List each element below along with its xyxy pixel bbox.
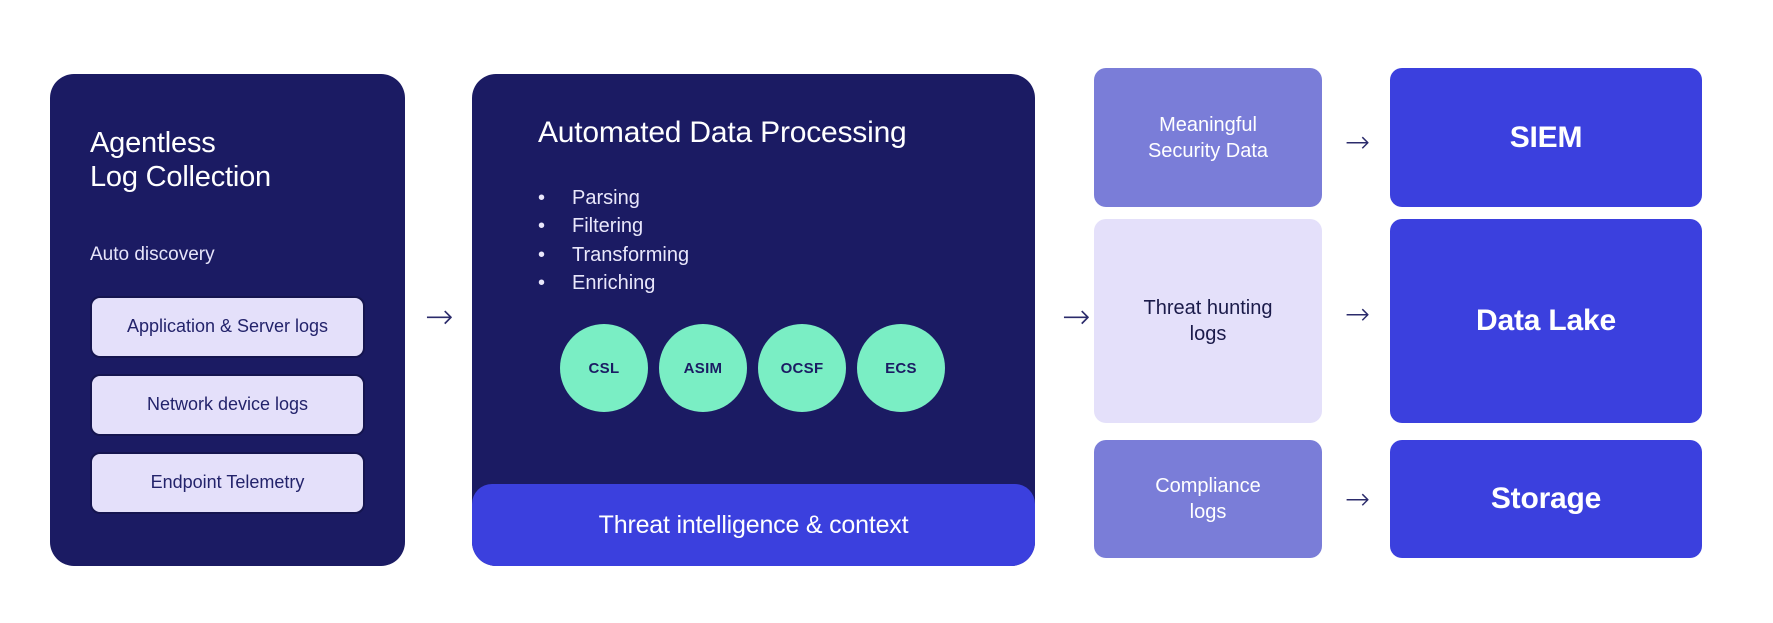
schema-badge-group: CSL ASIM OCSF ECS	[560, 324, 945, 412]
arrow-right-icon: →	[425, 297, 454, 337]
schema-badge-ecs[interactable]: ECS	[857, 324, 945, 412]
schema-badge-ocsf[interactable]: OCSF	[758, 324, 846, 412]
arrow-right-icon: →	[1345, 297, 1371, 332]
processing-step-label: Filtering	[572, 215, 644, 238]
processing-step-enriching: • Enriching	[538, 269, 689, 297]
bullet-icon: •	[538, 243, 546, 266]
processing-step-parsing: • Parsing	[538, 184, 689, 212]
bullet-icon: •	[538, 272, 546, 295]
destination-card-storage[interactable]: Storage	[1390, 440, 1702, 558]
threat-intelligence-context-bar[interactable]: Threat intelligence & context	[472, 484, 1035, 566]
processing-step-label: Transforming	[572, 243, 690, 266]
left-panel-title: Agentless Log Collection	[90, 127, 271, 194]
left-panel-subtitle: Auto discovery	[90, 244, 215, 265]
center-panel-title: Automated Data Processing	[538, 116, 907, 149]
arrow-right-icon: →	[1062, 297, 1091, 337]
schema-badge-csl[interactable]: CSL	[560, 324, 648, 412]
bullet-icon: •	[538, 215, 546, 238]
log-source-pill-endpoint-telemetry[interactable]: Endpoint Telemetry	[90, 452, 365, 514]
processing-step-transforming: • Transforming	[538, 241, 689, 269]
arrow-right-icon: →	[1345, 482, 1371, 517]
automated-data-processing-panel: Automated Data Processing • Parsing • Fi…	[472, 74, 1035, 566]
destination-card-data-lake[interactable]: Data Lake	[1390, 219, 1702, 423]
output-card-compliance-logs[interactable]: Compliance logs	[1094, 440, 1322, 558]
processing-step-label: Parsing	[572, 187, 640, 209]
destination-card-siem[interactable]: SIEM	[1390, 68, 1702, 207]
processing-step-list: • Parsing • Filtering • Transforming • E…	[538, 184, 689, 298]
processing-step-filtering: • Filtering	[538, 212, 689, 240]
processing-step-label: Enriching	[572, 272, 656, 295]
agentless-log-collection-panel: Agentless Log Collection Auto discovery …	[50, 74, 405, 566]
output-card-meaningful-security-data[interactable]: Meaningful Security Data	[1094, 68, 1322, 207]
output-card-threat-hunting-logs[interactable]: Threat hunting logs	[1094, 219, 1322, 423]
log-source-pill-list: Application & Server logs Network device…	[90, 296, 365, 530]
log-source-pill-application-server[interactable]: Application & Server logs	[90, 296, 365, 358]
schema-badge-asim[interactable]: ASIM	[659, 324, 747, 412]
log-source-pill-network-device[interactable]: Network device logs	[90, 374, 365, 436]
bullet-icon: •	[538, 187, 546, 209]
arrow-right-icon: →	[1345, 125, 1371, 160]
